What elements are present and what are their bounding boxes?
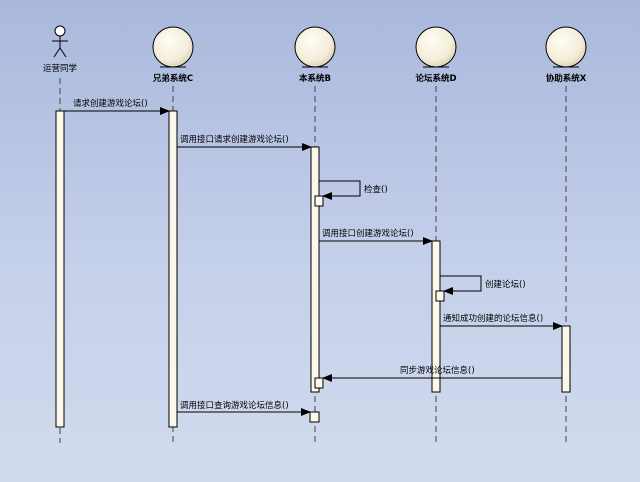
message-label-m4: 调用接口创建游戏论坛() xyxy=(322,228,414,239)
self-activation-b-check[interactable] xyxy=(314,195,324,207)
activation-actor[interactable] xyxy=(55,110,65,428)
actor-stick-figure-icon[interactable] xyxy=(52,25,68,58)
component-x-label: 协助系统X xyxy=(546,73,587,84)
return-activation-b-sync[interactable] xyxy=(314,377,324,389)
message-label-m6: 通知成功创建的论坛信息() xyxy=(443,313,543,324)
message-label-m7: 同步游戏论坛信息() xyxy=(400,365,475,376)
activation-c[interactable] xyxy=(168,110,178,428)
message-arrow-m5[interactable] xyxy=(440,275,482,295)
actor-label: 运营同学 xyxy=(43,63,78,74)
component-d[interactable]: 论坛系统D xyxy=(415,26,457,84)
component-d-icon xyxy=(415,26,457,68)
activation-b[interactable] xyxy=(310,146,320,393)
component-b[interactable]: 本系统B xyxy=(294,26,336,84)
message-label-m8: 调用接口查询游戏论坛信息() xyxy=(180,400,289,411)
activation-d[interactable] xyxy=(431,240,441,393)
component-b-label: 本系统B xyxy=(299,73,331,84)
return-activation-b-query[interactable] xyxy=(309,411,320,423)
component-c-icon xyxy=(152,26,194,68)
component-b-icon xyxy=(294,26,336,68)
activation-x[interactable] xyxy=(561,325,571,393)
component-x[interactable]: 协助系统X xyxy=(545,26,587,84)
self-activation-d-create[interactable] xyxy=(435,290,445,302)
component-c-label: 兄弟系统C xyxy=(152,73,193,84)
component-x-icon xyxy=(545,26,587,68)
message-label-m1: 请求创建游戏论坛() xyxy=(73,98,148,109)
message-label-m5: 创建论坛() xyxy=(485,279,526,290)
component-c[interactable]: 兄弟系统C xyxy=(152,26,194,84)
message-label-m3: 检查() xyxy=(364,184,388,195)
message-arrow-m3[interactable] xyxy=(319,180,361,200)
component-d-label: 论坛系统D xyxy=(415,73,456,84)
message-label-m2: 调用接口请求创建游戏论坛() xyxy=(180,134,289,145)
